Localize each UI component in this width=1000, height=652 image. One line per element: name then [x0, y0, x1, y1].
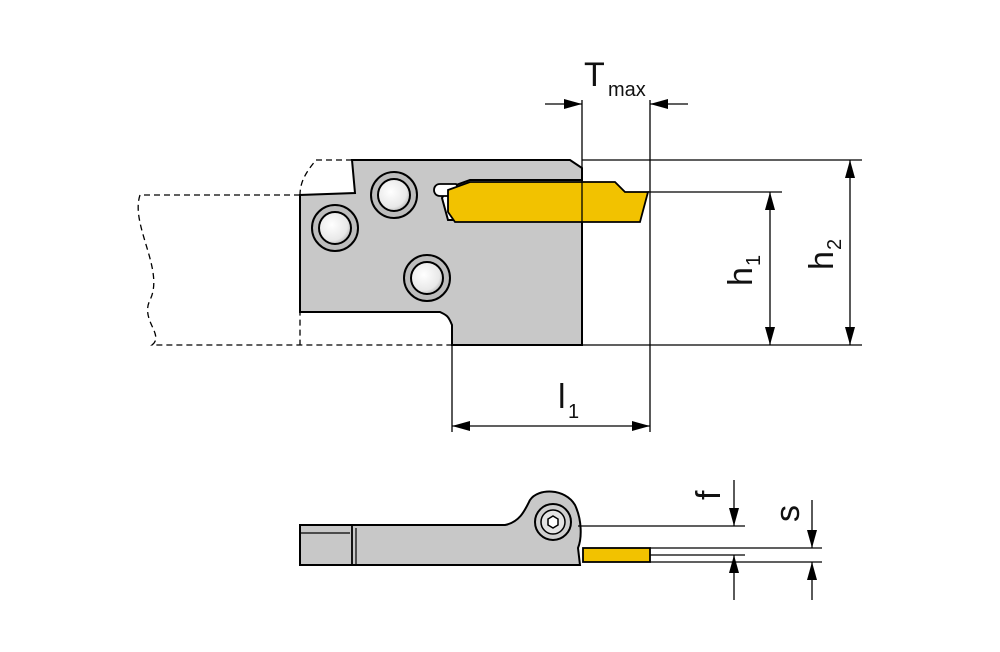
h2-label-group: h 2 — [803, 239, 846, 270]
h2-subscript: 2 — [824, 239, 846, 250]
s-label-group: s — [769, 505, 807, 522]
holder-body — [299, 159, 583, 346]
dimensions-side — [578, 480, 822, 600]
h1-label: h — [722, 267, 760, 286]
cutting-insert-side — [582, 547, 651, 563]
h1-subscript: 1 — [743, 255, 765, 266]
dimensions-top — [451, 99, 862, 432]
t-max-subscript: max — [608, 79, 646, 101]
shank-outline-dashed — [137, 194, 452, 346]
side-view — [299, 490, 651, 566]
clamp-screw-icon — [534, 503, 572, 541]
f-label-group: f — [690, 490, 728, 500]
holder-side-body — [299, 490, 582, 566]
l1-subscript: 1 — [568, 401, 579, 423]
screw-hole-icon — [370, 171, 418, 219]
l1-label: l — [558, 378, 566, 416]
top-view — [137, 159, 650, 346]
h1-label-group: h 1 — [722, 255, 765, 286]
s-label: s — [769, 505, 807, 522]
screw-hole-icon — [311, 204, 359, 252]
f-label: f — [690, 490, 728, 500]
t-max-label: T — [584, 56, 605, 94]
screw-hole-icon — [403, 254, 451, 302]
cutting-insert — [447, 181, 650, 223]
h2-label: h — [803, 251, 841, 270]
